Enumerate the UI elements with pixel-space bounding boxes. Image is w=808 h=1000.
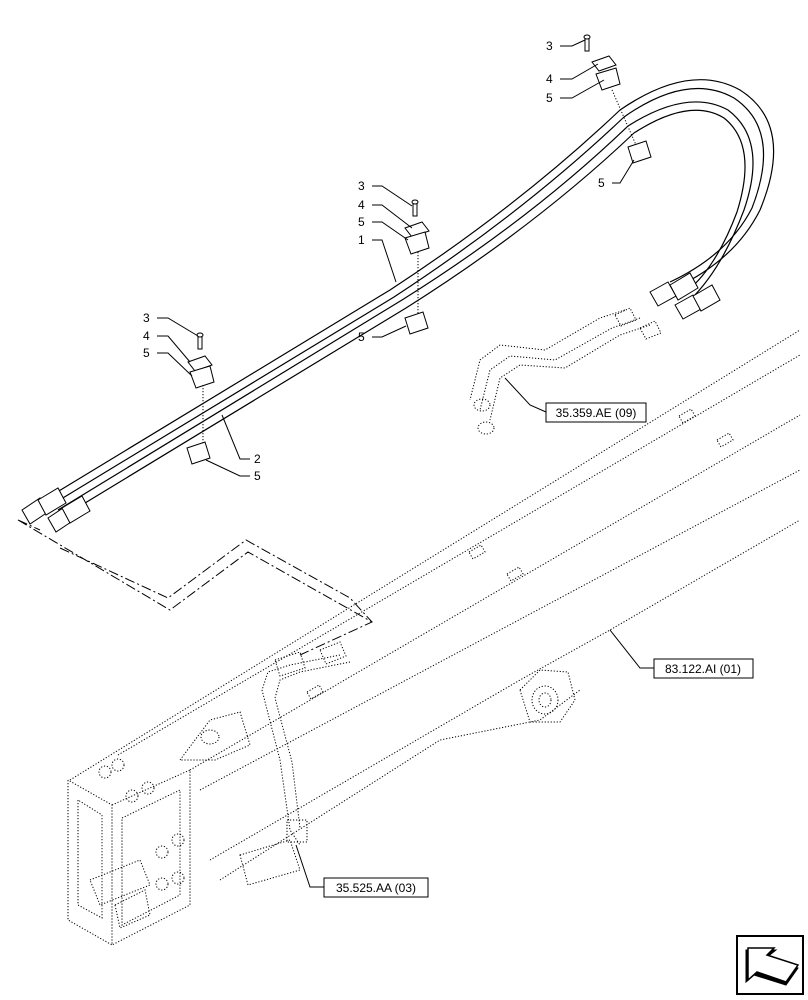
svg-text:35.359.AE (09): 35.359.AE (09)	[556, 406, 637, 420]
hydraulic-hoses	[21, 79, 775, 533]
callout-4: 4	[546, 72, 553, 86]
leader-lines	[157, 39, 654, 888]
callout-5: 5	[546, 91, 553, 105]
callout-1: 1	[358, 233, 365, 247]
clamp-set-left	[186, 332, 215, 465]
callout-5: 5	[358, 215, 365, 229]
callout-5: 5	[143, 346, 150, 360]
phantom-line	[17, 519, 374, 656]
lower-tubes	[261, 641, 351, 846]
ref-boom[interactable]: 83.122.AI (01)	[653, 658, 754, 679]
ref-lower[interactable]: 35.525.AA (03)	[323, 877, 429, 898]
arrow-next-icon[interactable]	[736, 935, 804, 995]
ref-upper[interactable]: 35.359.AE (09)	[545, 402, 647, 423]
callout-4: 4	[143, 329, 150, 343]
callout-2: 2	[254, 452, 261, 466]
callout-3: 3	[358, 179, 365, 193]
callout-5: 5	[598, 176, 605, 190]
box-bolts	[98, 758, 185, 891]
callout-5: 5	[254, 469, 261, 483]
callout-5: 5	[358, 330, 365, 344]
callouts: 3 4 5 5 3 4 5 1 5 3 4 5 2 5	[143, 39, 605, 483]
svg-text:35.525.AA (03): 35.525.AA (03)	[336, 881, 416, 895]
svg-text:83.122.AI (01): 83.122.AI (01)	[665, 662, 741, 676]
clamp-set-mid	[404, 199, 430, 335]
clamp-set-right	[583, 34, 652, 164]
callout-4: 4	[358, 198, 365, 212]
callout-3: 3	[546, 39, 553, 53]
callout-3: 3	[143, 311, 150, 325]
upper-tubes	[469, 307, 662, 435]
boom-assembly	[67, 329, 801, 946]
hose-1	[43, 79, 775, 501]
hose-2	[57, 101, 754, 511]
